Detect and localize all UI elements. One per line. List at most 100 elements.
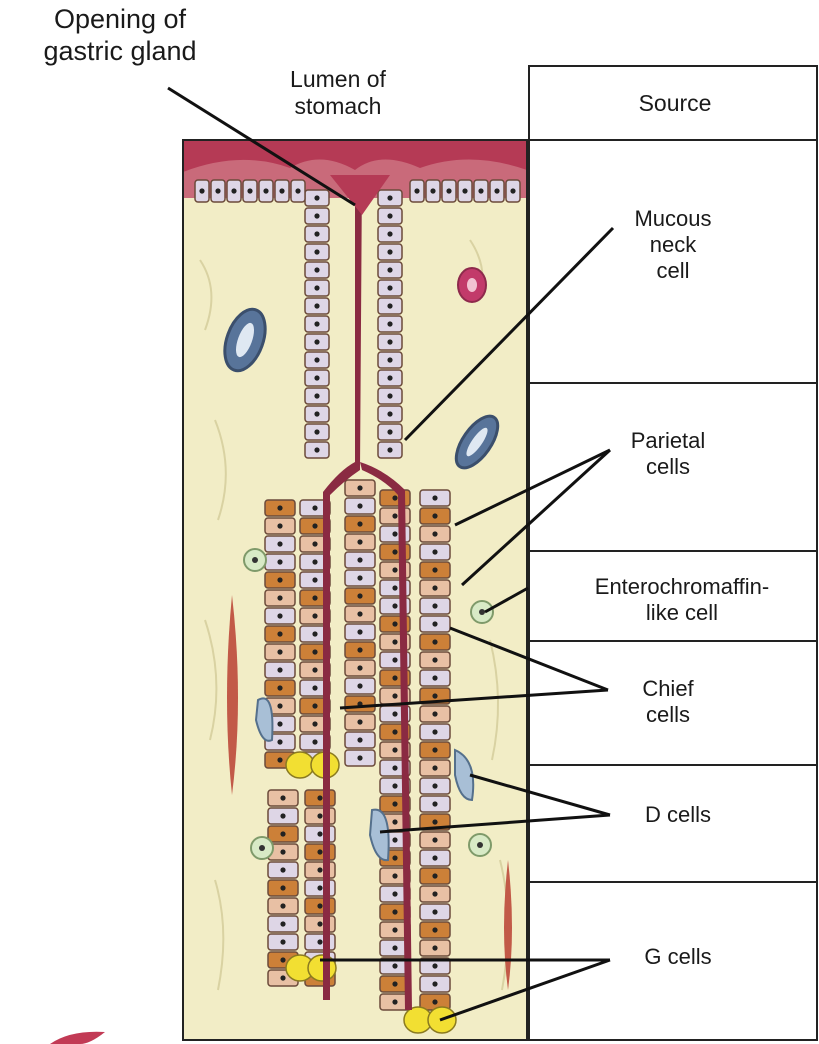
cell-nucleus: [314, 303, 319, 308]
label-lumen-of-stomach: Lumen of stomach: [268, 66, 408, 120]
cell-nucleus: [312, 505, 317, 510]
cell-nucleus: [387, 303, 392, 308]
cell-nucleus: [432, 765, 437, 770]
cell-nucleus: [357, 665, 362, 670]
cell-nucleus: [432, 747, 437, 752]
cell-nucleus: [312, 523, 317, 528]
cell-nucleus: [277, 577, 282, 582]
cell-nucleus: [432, 729, 437, 734]
cell-nucleus: [392, 747, 397, 752]
cell-nucleus: [312, 613, 317, 618]
cell-nucleus: [312, 595, 317, 600]
cell-nucleus: [295, 188, 300, 193]
cell-nucleus: [392, 837, 397, 842]
cell-nucleus: [432, 531, 437, 536]
cell-nucleus: [392, 675, 397, 680]
cell-nucleus: [387, 429, 392, 434]
cell-nucleus: [392, 981, 397, 986]
cell-nucleus: [277, 685, 282, 690]
label-mucous-neck-cell: Mucous neck cell: [603, 206, 743, 284]
cell-nucleus: [432, 873, 437, 878]
cell-nucleus: [277, 757, 282, 762]
cell-nucleus: [392, 963, 397, 968]
cell-nucleus: [432, 549, 437, 554]
cell-nucleus: [357, 719, 362, 724]
cell-nucleus: [387, 231, 392, 236]
cell-nucleus: [312, 721, 317, 726]
cell-nucleus: [317, 903, 322, 908]
cell-nucleus: [432, 621, 437, 626]
cell-nucleus: [312, 649, 317, 654]
cell-nucleus: [312, 685, 317, 690]
cell-nucleus: [277, 667, 282, 672]
cell-nucleus: [432, 585, 437, 590]
cell-nucleus: [432, 567, 437, 572]
cell-nucleus: [432, 837, 437, 842]
cell-nucleus: [432, 981, 437, 986]
cell-nucleus: [312, 559, 317, 564]
cell-nucleus: [432, 783, 437, 788]
cell-nucleus: [392, 531, 397, 536]
cell-nucleus: [357, 557, 362, 562]
cell-nucleus: [314, 213, 319, 218]
cell-nucleus: [494, 188, 499, 193]
cell-nucleus: [392, 729, 397, 734]
cell-nucleus: [280, 795, 285, 800]
cell-nucleus: [446, 188, 451, 193]
cell-nucleus: [277, 559, 282, 564]
cell-nucleus: [317, 831, 322, 836]
cell-nucleus: [387, 285, 392, 290]
cell-nucleus: [279, 188, 284, 193]
cell-nucleus: [357, 611, 362, 616]
cell-nucleus: [357, 737, 362, 742]
cell-nucleus: [317, 813, 322, 818]
cell-nucleus: [277, 613, 282, 618]
label-opening-of-gastric-gland: Opening of gastric gland: [0, 4, 240, 68]
cell-nucleus: [392, 999, 397, 1004]
capillary: [467, 278, 477, 292]
cell-nucleus: [387, 357, 392, 362]
cell-nucleus: [312, 631, 317, 636]
cell-nucleus: [317, 921, 322, 926]
cell-nucleus: [432, 819, 437, 824]
cell-nucleus: [277, 649, 282, 654]
cell-nucleus: [312, 667, 317, 672]
cell-nucleus: [432, 927, 437, 932]
cell-nucleus: [432, 711, 437, 716]
cell-nucleus: [392, 603, 397, 608]
cell-nucleus: [432, 801, 437, 806]
cell-nucleus: [314, 195, 319, 200]
cell-nucleus: [392, 657, 397, 662]
cell-nucleus: [314, 231, 319, 236]
cell-nucleus: [312, 541, 317, 546]
cell-nucleus: [387, 393, 392, 398]
cell-nucleus: [314, 411, 319, 416]
cell-nucleus: [392, 495, 397, 500]
cell-nucleus: [314, 285, 319, 290]
cell-nucleus: [510, 188, 515, 193]
cell-nucleus: [387, 375, 392, 380]
cell-nucleus: [314, 429, 319, 434]
cell-nucleus: [357, 503, 362, 508]
cell-nucleus: [432, 675, 437, 680]
cell-nucleus: [280, 921, 285, 926]
cell-nucleus: [432, 513, 437, 518]
cell-nucleus: [314, 339, 319, 344]
cell-nucleus: [392, 873, 397, 878]
cell-nucleus: [387, 339, 392, 344]
cell-nucleus: [317, 939, 322, 944]
cell-nucleus: [280, 867, 285, 872]
cell-nucleus: [392, 801, 397, 806]
cell-nucleus: [314, 447, 319, 452]
cell-nucleus: [432, 603, 437, 608]
cell-nucleus: [392, 711, 397, 716]
adjacent-tissue-fragment: [50, 1032, 105, 1044]
cell-nucleus: [392, 855, 397, 860]
cell-nucleus: [247, 188, 252, 193]
cell-nucleus: [432, 945, 437, 950]
cell-nucleus: [317, 867, 322, 872]
cell-nucleus: [314, 357, 319, 362]
cell-nucleus: [430, 188, 435, 193]
cell-nucleus: [392, 927, 397, 932]
cell-nucleus: [280, 885, 285, 890]
